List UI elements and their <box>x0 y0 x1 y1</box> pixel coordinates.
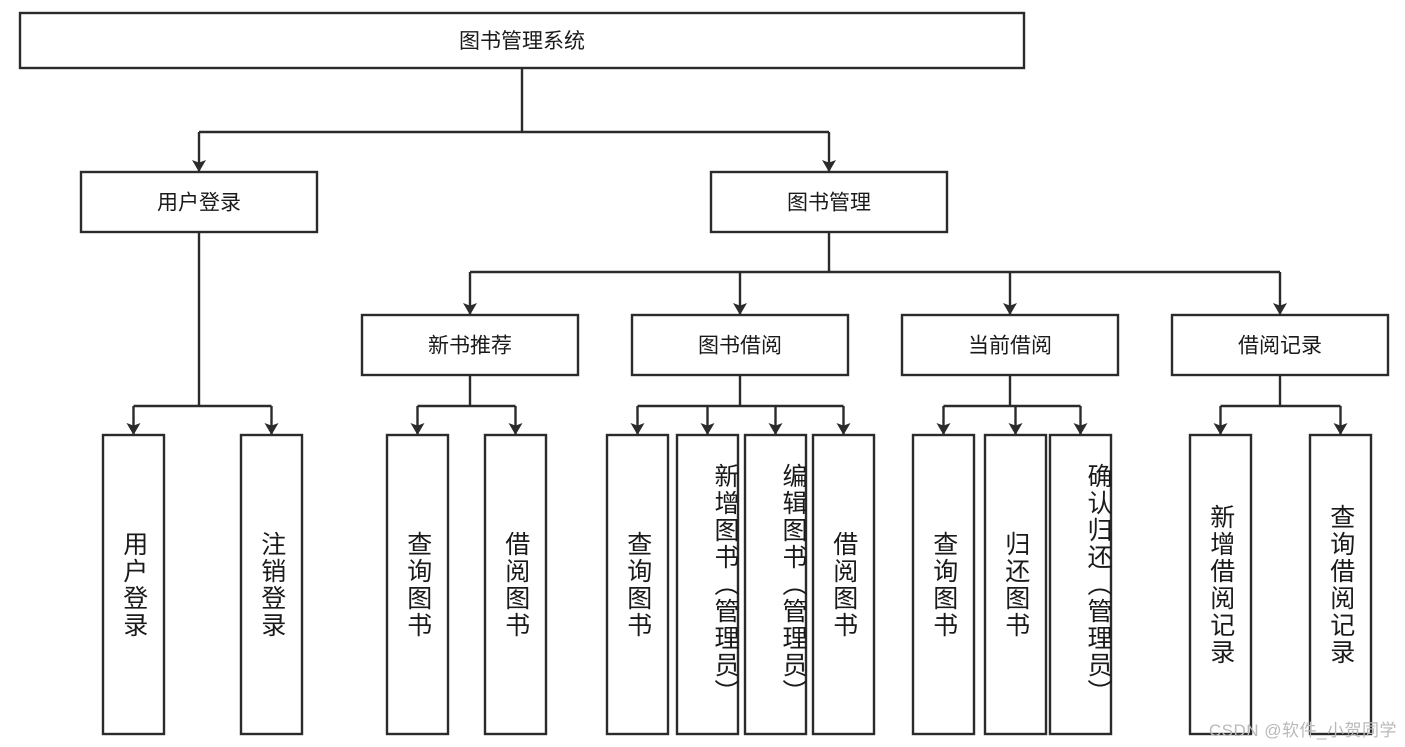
connector-lines <box>126 68 1348 435</box>
node-label-new-book-recommend: 新书推荐 <box>428 335 512 358</box>
node-box-leaf-return-book[interactable] <box>983 433 1048 736</box>
node-box-borrow-records[interactable] <box>1170 313 1390 377</box>
node-label-root: 图书管理系统 <box>459 30 585 53</box>
node-label-user-login: 用户登录 <box>157 192 241 215</box>
node-box-leaf-borrow-book[interactable] <box>811 433 876 736</box>
node-box-leaf-add-book[interactable] <box>675 433 740 736</box>
node-box-leaf-query-borrow-record[interactable] <box>1308 433 1373 736</box>
node-box-current-borrow[interactable] <box>900 313 1120 377</box>
node-box-leaf-borrow-book-recommend[interactable] <box>483 433 548 736</box>
node-box-new-book-recommend[interactable] <box>360 313 580 377</box>
node-box-book-management[interactable] <box>709 170 949 234</box>
node-box-root[interactable] <box>18 11 1026 70</box>
node-box-leaf-logout[interactable] <box>239 433 304 736</box>
node-box-leaf-edit-book[interactable] <box>743 433 808 736</box>
node-box-leaf-user-login[interactable] <box>101 433 166 736</box>
node-label-book-borrow: 图书借阅 <box>698 335 782 358</box>
node-box-user-login[interactable] <box>79 170 319 234</box>
node-boxes <box>18 11 1390 736</box>
node-label-current-borrow: 当前借阅 <box>968 335 1052 358</box>
node-label-book-management: 图书管理 <box>787 192 871 215</box>
node-box-leaf-add-borrow-record[interactable] <box>1188 433 1253 736</box>
csdn-watermark: CSDN @软件_小贺同学 <box>1208 721 1397 740</box>
node-label-borrow-records: 借阅记录 <box>1238 335 1322 358</box>
node-box-leaf-confirm-return[interactable] <box>1048 433 1113 736</box>
node-box-leaf-query-book-recommend[interactable] <box>385 433 450 736</box>
node-box-book-borrow[interactable] <box>630 313 850 377</box>
node-box-leaf-query-book-current[interactable] <box>911 433 976 736</box>
node-box-leaf-query-book-borrow[interactable] <box>605 433 670 736</box>
